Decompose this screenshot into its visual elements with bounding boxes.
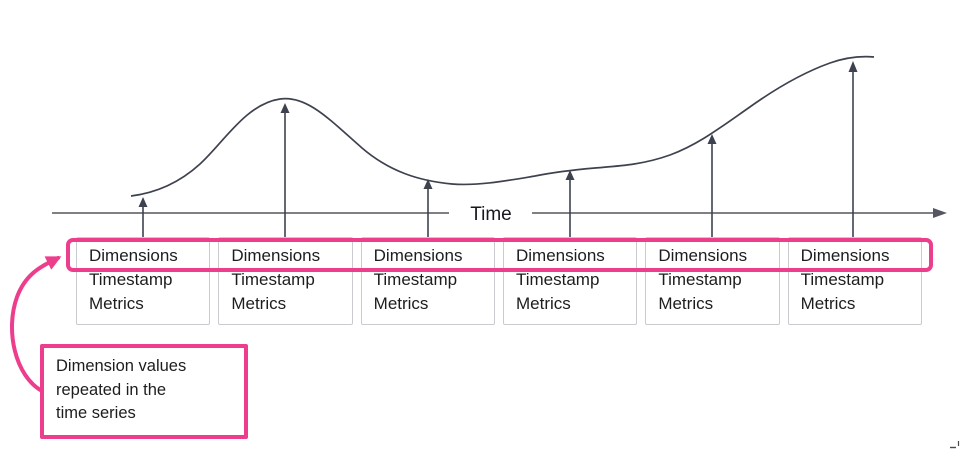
record-field-metrics: Metrics [89, 294, 144, 313]
record-field-metrics: Metrics [231, 294, 287, 313]
record-card: Dimensions Timestamp Metrics [218, 237, 353, 325]
record-field-timestamp: Timestamp [658, 270, 742, 289]
value-arrow-head-icon [423, 179, 433, 189]
value-arrow-head-icon [280, 103, 290, 113]
record-field-timestamp: Timestamp [515, 270, 600, 289]
record-card: Dimensions Timestamp Metrics [502, 237, 638, 325]
value-arrows [138, 61, 858, 237]
record-field-metrics: Metrics [515, 294, 571, 313]
record-field-metrics: Metrics [800, 294, 856, 313]
record-field-metrics: Metrics [658, 294, 714, 313]
callout-text-line: repeated in the [56, 380, 167, 399]
value-arrow [848, 61, 858, 237]
time-series-curve [130, 55, 875, 197]
record-field-dimensions: Dimensions [89, 246, 178, 265]
time-axis-label: Time [470, 204, 512, 225]
value-arrow-head-icon [707, 134, 717, 144]
value-arrow [707, 134, 717, 237]
value-arrow [565, 170, 575, 237]
stray-mark [950, 441, 960, 449]
value-arrow-head-icon [138, 197, 148, 207]
record-card: Dimensions Timestamp Metrics [787, 237, 922, 325]
value-arrow [138, 197, 148, 237]
record-cards-row: Dimensions Timestamp Metrics Dimensions … [76, 237, 922, 325]
record-field-dimensions: Dimensions [658, 246, 748, 265]
record-field-dimensions: Dimensions [373, 246, 463, 265]
record-field-metrics: Metrics [373, 294, 429, 313]
callout-text-line: time series [56, 404, 136, 422]
record-field-dimensions: Dimensions [515, 246, 605, 265]
dimensions-highlight [66, 238, 933, 272]
callout-text-line: Dimension values [56, 357, 187, 375]
record-field-timestamp: Timestamp [800, 270, 885, 289]
record-field-timestamp: Timestamp [231, 270, 315, 289]
value-arrow [280, 103, 290, 237]
time-axis: Time [52, 204, 947, 225]
value-arrow-head-icon [565, 170, 575, 180]
record-card: Dimensions Timestamp Metrics [360, 237, 495, 325]
callout-box: Dimension values repeated in the time se… [40, 344, 248, 439]
record-field-dimensions: Dimensions [800, 246, 890, 265]
record-field-timestamp: Timestamp [89, 270, 173, 289]
value-arrow-head-icon [848, 61, 858, 72]
record-field-dimensions: Dimensions [231, 246, 321, 265]
record-card: Dimensions Timestamp Metrics [645, 237, 780, 325]
time-axis-arrowhead-icon [933, 208, 947, 218]
record-field-timestamp: Timestamp [373, 270, 458, 289]
record-card: Dimensions Timestamp Metrics [76, 237, 211, 325]
value-arrow [423, 179, 433, 237]
